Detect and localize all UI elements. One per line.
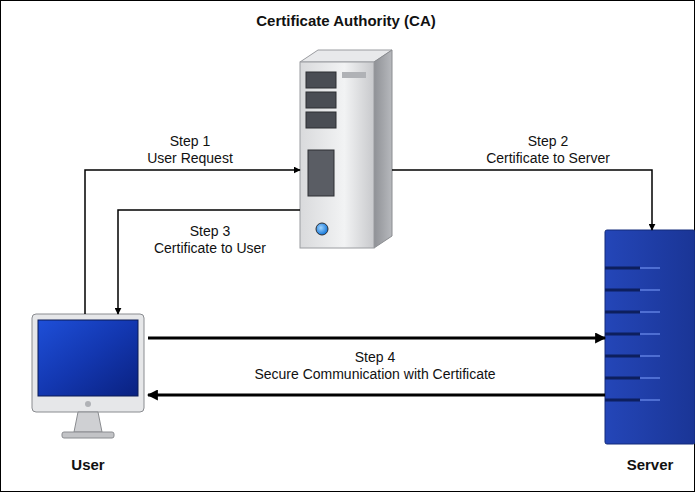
rack-slot [605,399,640,402]
rack-slot-highlight [640,399,660,401]
rack-slot-highlight [640,333,660,335]
step-label: Step 2 Certificate to Server [482,132,614,168]
step-label: Step 3 Certificate to User [150,222,270,258]
rack-slot [605,377,640,380]
server-label: Server [627,456,674,473]
connector-arrow [148,394,605,397]
connector-arrow [392,170,652,230]
user-computer-icon [32,314,144,438]
step-label: Step 4 Secure Communication with Certifi… [250,348,499,384]
connector-arrow [85,170,300,314]
server-node: Server [605,230,695,444]
rack-slot [605,267,640,270]
rack-slot-highlight [640,267,660,269]
user-label: User [71,456,104,473]
ca-title: Certificate Authority (CA) [256,12,435,29]
rack-slot [605,289,640,292]
ca-node: Certificate Authority (CA) [300,50,392,248]
step-label: Step 1 User Request [143,132,237,168]
ca-tower-icon [300,50,392,248]
connector-arrow [118,210,300,314]
server-rack-icon [605,230,695,444]
rack-slot-highlight [640,289,660,291]
user-node: User [32,314,144,438]
rack-slot [605,333,640,336]
rack-slot-highlight [640,311,660,313]
connector-arrow [148,337,605,340]
rack-slot-highlight [640,377,660,379]
rack-slot [605,311,640,314]
rack-slot-highlight [640,355,660,357]
rack-slot [605,355,640,358]
